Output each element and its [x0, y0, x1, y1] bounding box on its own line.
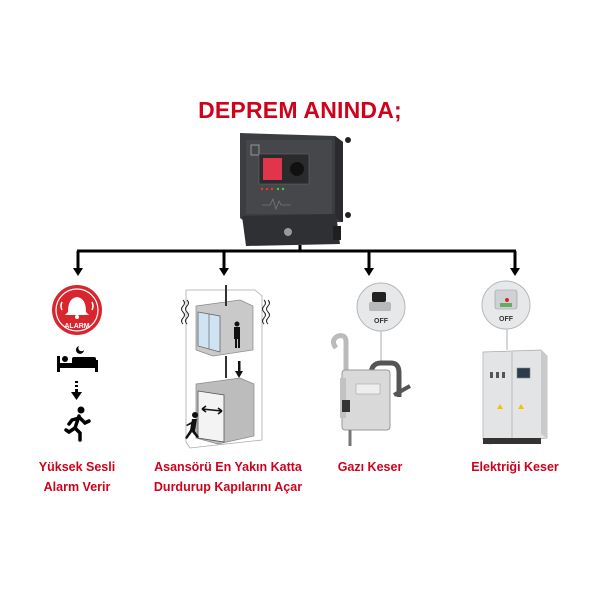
gas-valve-badge	[356, 282, 406, 332]
gas-off-text: OFF	[374, 318, 389, 325]
breaker-badge	[481, 280, 531, 330]
running-person-icon	[64, 406, 91, 442]
alarm-label-line2: Alarm Verir	[43, 480, 111, 494]
page-title: DEPREM ANINDA;	[198, 97, 402, 123]
electrical-panel-icon	[482, 328, 548, 445]
seismic-monitor-device	[240, 133, 351, 246]
sleeping-person-icon	[57, 346, 98, 372]
alarm-label-line1: Yüksek Sesli	[38, 460, 116, 474]
arrow-heads	[73, 268, 520, 276]
gas-meter-icon	[330, 330, 411, 446]
elevator-icon	[181, 285, 270, 449]
alarm-badge-text: ALARM	[64, 323, 89, 330]
electric-label: Elektriği Keser	[471, 460, 559, 474]
elevator-label: Asansörü En Yakın Katta Durdurup Kapılar…	[148, 457, 308, 497]
electric-off-text: OFF	[499, 316, 514, 323]
elevator-label-line2: Durdurup Kapılarını Açar	[153, 480, 303, 494]
elevator-label-line1: Asansörü En Yakın Katta	[154, 460, 302, 474]
down-arrow-icon	[71, 381, 82, 400]
alarm-label: Yüksek Sesli Alarm Verir	[27, 457, 127, 497]
connector-lines	[76, 245, 517, 270]
gas-label: Gazı Keser	[337, 460, 403, 474]
alarm-bell-icon	[52, 285, 102, 335]
